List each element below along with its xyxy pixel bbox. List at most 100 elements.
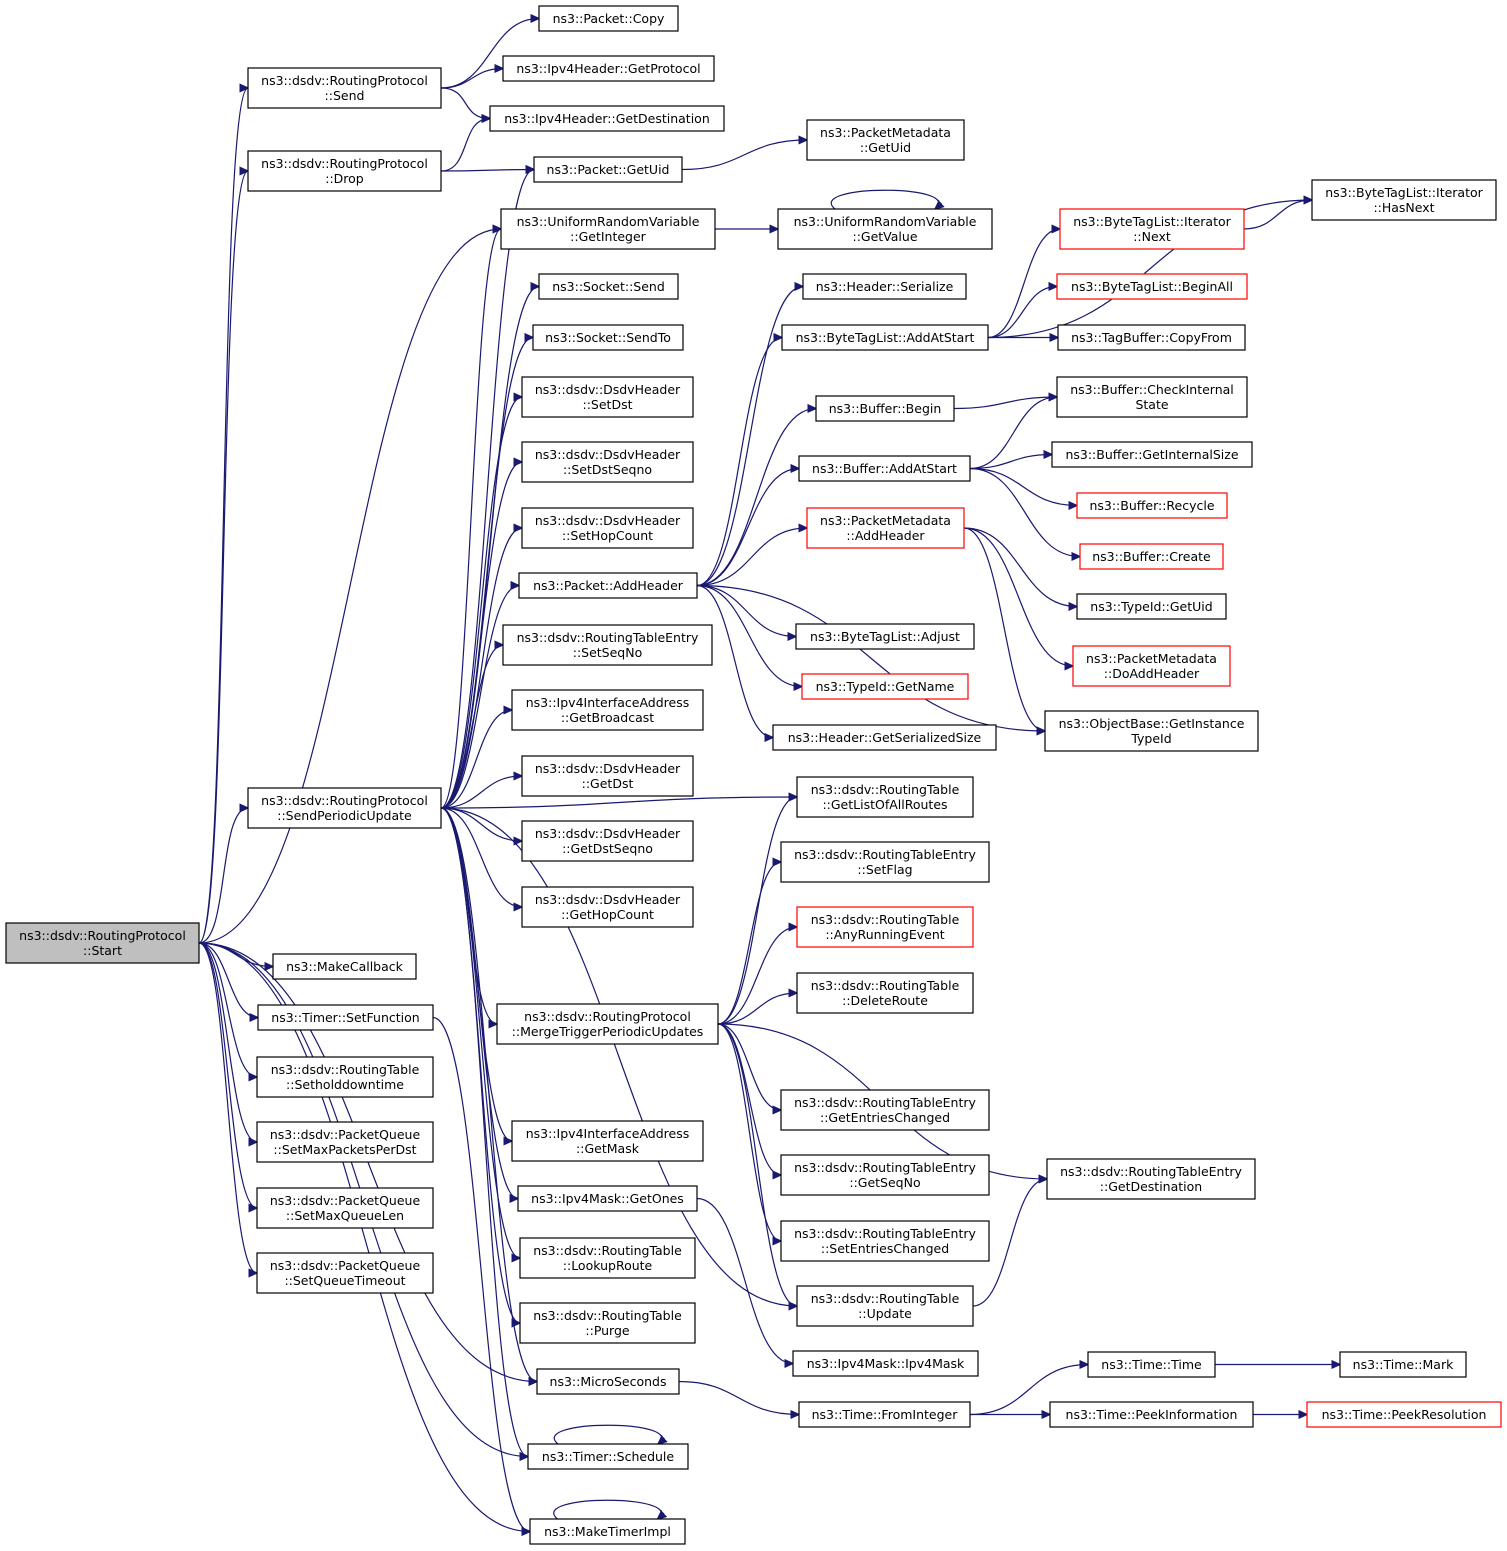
node-buffergetinternalsize[interactable]: ns3::Buffer::GetInternalSize xyxy=(1051,441,1253,468)
node-rtesetentrieschanged[interactable]: ns3::dsdv::RoutingTableEntry::SetEntries… xyxy=(780,1220,990,1262)
node-packetaddheader[interactable]: ns3::Packet::AddHeader xyxy=(518,572,698,599)
node-label-headergetserializedsize-0: ns3::Header::GetSerializedSize xyxy=(788,730,982,745)
node-drop[interactable]: ns3::dsdv::RoutingProtocol::Drop xyxy=(247,150,442,192)
node-label-timefrominteger-0: ns3::Time::FromInteger xyxy=(812,1407,959,1422)
node-timersetfunction[interactable]: ns3::Timer::SetFunction xyxy=(257,1004,434,1031)
node-btlithasnext[interactable]: ns3::ByteTagList::Iterator::HasNext xyxy=(1311,179,1497,221)
node-start[interactable]: ns3::dsdv::RoutingProtocol::Start xyxy=(5,922,200,964)
node-label-gethopcount-0: ns3::dsdv::DsdvHeader xyxy=(535,892,681,907)
edge-start-to-setmaxpackets xyxy=(198,942,257,1142)
node-send[interactable]: ns3::dsdv::RoutingProtocol::Send xyxy=(247,67,442,109)
node-getdst[interactable]: ns3::dsdv::DsdvHeader::GetDst xyxy=(521,755,694,797)
node-setholddown[interactable]: ns3::dsdv::RoutingTable::Setholddowntime xyxy=(256,1056,434,1098)
edge-drop-to-getdestination xyxy=(440,119,490,172)
node-rtegetdestination[interactable]: ns3::dsdv::RoutingTableEntry::GetDestina… xyxy=(1046,1158,1256,1200)
node-gethopcount[interactable]: ns3::dsdv::DsdvHeader::GetHopCount xyxy=(521,886,694,928)
node-timepeekresolution[interactable]: ns3::Time::PeekResolution xyxy=(1306,1401,1502,1428)
node-packetcopy[interactable]: ns3::Packet::Copy xyxy=(538,5,679,32)
node-setqueuetimeout[interactable]: ns3::dsdv::PacketQueue::SetQueueTimeout xyxy=(256,1252,434,1294)
node-setmaxpackets[interactable]: ns3::dsdv::PacketQueue::SetMaxPacketsPer… xyxy=(256,1121,434,1163)
node-getprotocol[interactable]: ns3::Ipv4Header::GetProtocol xyxy=(502,55,715,82)
node-rtegetentrieschanged[interactable]: ns3::dsdv::RoutingTableEntry::GetEntries… xyxy=(780,1089,990,1131)
node-pmdoaddheader[interactable]: ns3::PacketMetadata::DoAddHeader xyxy=(1072,645,1231,687)
node-maskipv4mask[interactable]: ns3::Ipv4Mask::Ipv4Mask xyxy=(792,1350,979,1377)
node-box-objbasegetinstance xyxy=(1044,710,1259,752)
edge-mergetrigger-to-rtegetseqno xyxy=(717,1023,781,1175)
node-urvgetvalue[interactable]: ns3::UniformRandomVariable::GetValue xyxy=(777,208,993,250)
edge-timersetfunction-to-maketimerimpl xyxy=(432,1016,530,1532)
node-rtlookuproute[interactable]: ns3::dsdv::RoutingTable::LookupRoute xyxy=(519,1237,696,1279)
node-box-timepeekinformation xyxy=(1049,1401,1254,1428)
node-btladdatstart[interactable]: ns3::ByteTagList::AddAtStart xyxy=(781,324,989,351)
node-socketsend[interactable]: ns3::Socket::Send xyxy=(538,273,679,300)
node-ifaddrgetmask[interactable]: ns3::Ipv4InterfaceAddress::GetMask xyxy=(511,1120,704,1162)
node-label-setqueuetimeout-0: ns3::dsdv::PacketQueue xyxy=(270,1258,421,1273)
node-packetgetuid[interactable]: ns3::Packet::GetUid xyxy=(533,156,683,183)
node-maskgetones[interactable]: ns3::Ipv4Mask::GetOnes xyxy=(517,1185,698,1212)
node-btlbeginall[interactable]: ns3::ByteTagList::BeginAll xyxy=(1056,273,1248,300)
node-box-rtpurge xyxy=(519,1302,696,1344)
node-buffercreate[interactable]: ns3::Buffer::Create xyxy=(1079,543,1224,570)
node-label-tagbuffercopyfrom-0: ns3::TagBuffer::CopyFrom xyxy=(1071,330,1232,345)
node-sethopcount[interactable]: ns3::dsdv::DsdvHeader::SetHopCount xyxy=(521,507,694,549)
node-typeidgetname[interactable]: ns3::TypeId::GetName xyxy=(801,673,969,700)
node-sendperiodic[interactable]: ns3::dsdv::RoutingProtocol::SendPeriodic… xyxy=(247,787,442,829)
node-maketimerimpl[interactable]: ns3::MakeTimerImpl xyxy=(529,1518,686,1545)
edge-mergetrigger-to-rtegetentrieschanged xyxy=(717,1023,781,1110)
node-label-sethopcount-0: ns3::dsdv::DsdvHeader xyxy=(535,513,681,528)
node-bufferbegin[interactable]: ns3::Buffer::Begin xyxy=(815,395,955,422)
node-headergetserializedsize[interactable]: ns3::Header::GetSerializedSize xyxy=(772,724,997,751)
node-box-setdstseqno xyxy=(521,441,694,483)
edge-send-to-packetcopy xyxy=(440,19,539,89)
node-timemark[interactable]: ns3::Time::Mark xyxy=(1339,1351,1467,1378)
node-rtdeleteroute[interactable]: ns3::dsdv::RoutingTable::DeleteRoute xyxy=(796,972,974,1014)
node-box-packetcopy xyxy=(538,5,679,32)
node-bufferrecycle[interactable]: ns3::Buffer::Recycle xyxy=(1076,492,1228,519)
node-label-send-0: ns3::dsdv::RoutingProtocol xyxy=(261,73,428,88)
node-box-drop xyxy=(247,150,442,192)
node-label-rtpurge-0: ns3::dsdv::RoutingTable xyxy=(533,1308,682,1323)
node-btlitnext[interactable]: ns3::ByteTagList::Iterator::Next xyxy=(1059,208,1245,250)
node-rtgetlistofallroutes[interactable]: ns3::dsdv::RoutingTable::GetListOfAllRou… xyxy=(796,776,974,818)
node-btladjust[interactable]: ns3::ByteTagList::Adjust xyxy=(795,623,975,650)
node-timefrominteger[interactable]: ns3::Time::FromInteger xyxy=(798,1401,971,1428)
node-rtesetseqno[interactable]: ns3::dsdv::RoutingTableEntry::SetSeqNo xyxy=(502,624,713,666)
node-rtegetseqno[interactable]: ns3::dsdv::RoutingTableEntry::GetSeqNo xyxy=(780,1154,990,1196)
node-box-rtegetdestination xyxy=(1046,1158,1256,1200)
node-getdstseqno[interactable]: ns3::dsdv::DsdvHeader::GetDstSeqno xyxy=(521,820,694,862)
node-label-rtesetflag-1: ::SetFlag xyxy=(857,862,912,877)
node-timerschedule[interactable]: ns3::Timer::Schedule xyxy=(527,1443,689,1470)
node-box-pmgetuid xyxy=(806,119,965,161)
node-microseconds[interactable]: ns3::MicroSeconds xyxy=(536,1368,680,1395)
node-ifaddrgetbroadcast[interactable]: ns3::Ipv4InterfaceAddress::GetBroadcast xyxy=(511,689,704,731)
node-headerserialize[interactable]: ns3::Header::Serialize xyxy=(802,273,967,300)
node-box-rtegetentrieschanged xyxy=(780,1089,990,1131)
node-mergetrigger[interactable]: ns3::dsdv::RoutingProtocol::MergeTrigger… xyxy=(496,1003,719,1045)
node-rtupdate[interactable]: ns3::dsdv::RoutingTable::Update xyxy=(796,1285,974,1327)
node-tagbuffercopyfrom[interactable]: ns3::TagBuffer::CopyFrom xyxy=(1057,324,1246,351)
node-box-rtlookuproute xyxy=(519,1237,696,1279)
node-setdstseqno[interactable]: ns3::dsdv::DsdvHeader::SetDstSeqno xyxy=(521,441,694,483)
node-label-rtdeleteroute-0: ns3::dsdv::RoutingTable xyxy=(811,978,960,993)
edge-packetaddheader-to-bufferaddatstart xyxy=(696,469,799,587)
node-typeidgetuid[interactable]: ns3::TypeId::GetUid xyxy=(1076,593,1227,620)
node-pmgetuid[interactable]: ns3::PacketMetadata::GetUid xyxy=(806,119,965,161)
node-bufferaddatstart[interactable]: ns3::Buffer::AddAtStart xyxy=(798,455,971,482)
node-box-tagbuffercopyfrom xyxy=(1057,324,1246,351)
node-socketsendto[interactable]: ns3::Socket::SendTo xyxy=(532,324,684,351)
node-setdst[interactable]: ns3::dsdv::DsdvHeader::SetDst xyxy=(521,376,694,418)
node-timepeekinformation[interactable]: ns3::Time::PeekInformation xyxy=(1049,1401,1254,1428)
node-pmaddheader[interactable]: ns3::PacketMetadata::AddHeader xyxy=(806,507,965,549)
node-label-rtupdate-1: ::Update xyxy=(858,1306,912,1321)
node-rtpurge[interactable]: ns3::dsdv::RoutingTable::Purge xyxy=(519,1302,696,1344)
node-timetime[interactable]: ns3::Time::Time xyxy=(1087,1351,1216,1378)
edge-rtupdate-to-rtegetdestination xyxy=(972,1179,1047,1307)
node-rtesetflag[interactable]: ns3::dsdv::RoutingTableEntry::SetFlag xyxy=(780,841,990,883)
node-rtanyrunningevent[interactable]: ns3::dsdv::RoutingTable::AnyRunningEvent xyxy=(796,906,974,948)
node-makecallback[interactable]: ns3::MakeCallback xyxy=(272,953,417,980)
node-urvgetinteger[interactable]: ns3::UniformRandomVariable::GetInteger xyxy=(500,208,716,250)
node-getdestination[interactable]: ns3::Ipv4Header::GetDestination xyxy=(489,105,725,132)
node-setmaxqueuelen[interactable]: ns3::dsdv::PacketQueue::SetMaxQueueLen xyxy=(256,1187,434,1229)
